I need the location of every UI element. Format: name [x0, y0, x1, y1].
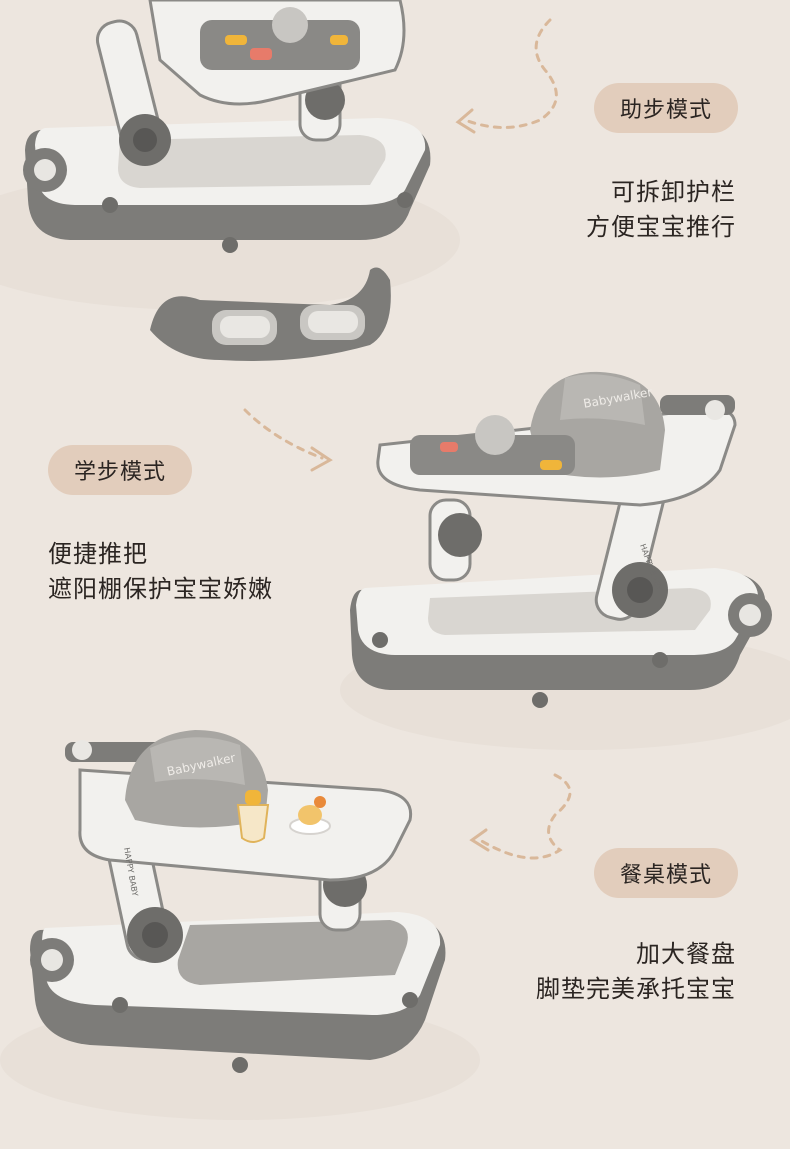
description-line: 方便宝宝推行: [586, 213, 736, 241]
learning-mode-description: 便捷推把 遮阳棚保护宝宝娇嫩: [48, 537, 348, 607]
walker1-key-yellow-2: [330, 35, 348, 45]
walker3-foot-pad: [177, 920, 408, 985]
walker2-toy-dome: [475, 415, 515, 455]
description-line: 便捷推把: [48, 540, 148, 568]
arrowhead-top-icon: [455, 108, 476, 134]
description-line: 可拆卸护栏: [611, 178, 736, 206]
walker3-caster: [112, 997, 128, 1013]
walker1-key-red: [250, 48, 272, 60]
arrowhead-middle-icon: [310, 446, 333, 472]
walker2-handle-cup: [705, 400, 725, 420]
dashed-arrow-bottom: [478, 773, 572, 860]
walker2-hinge-left: [438, 513, 482, 557]
mode-label-learning: 学步模式: [48, 445, 192, 495]
baby-bottle-icon: [236, 804, 270, 843]
assist-mode-description: 可拆卸护栏 方便宝宝推行: [476, 175, 736, 245]
walker3-caster: [232, 1057, 248, 1073]
walker2-caster: [532, 692, 548, 708]
guard-rail-cup-right-inner: [308, 311, 358, 333]
walker1-hinge-left-cap: [133, 128, 157, 152]
cake-icon: [298, 805, 322, 825]
walker1-caster: [397, 192, 413, 208]
walker2-hinge-right-cap: [627, 577, 653, 603]
removable-guard-rail: [150, 267, 391, 361]
walker1-toy-dome: [272, 7, 308, 43]
guard-rail-cup-left-inner: [220, 316, 270, 338]
arrowhead-bottom-icon: [469, 828, 490, 852]
walker2-caster: [372, 632, 388, 648]
description-line: 脚垫完美承托宝宝: [536, 975, 736, 1003]
walker1-wheel-front-hub: [34, 159, 56, 181]
walker3-handle-cup: [72, 740, 92, 760]
walker3-hinge-left-cap: [142, 922, 168, 948]
walker1-caster: [222, 237, 238, 253]
fruit-icon: [314, 796, 326, 808]
dining-mode-description: 加大餐盘 脚垫完美承托宝宝: [456, 937, 736, 1007]
walker3-wheel-front-hub: [41, 949, 63, 971]
mode-label-dining: 餐桌模式: [594, 848, 738, 898]
description-line: 加大餐盘: [636, 940, 736, 968]
walker-assist-mode: [23, 0, 431, 253]
walker1-base-opening: [118, 135, 386, 188]
mode-label-assist: 助步模式: [594, 83, 738, 133]
walker1-caster: [102, 197, 118, 213]
dashed-arrow-middle: [243, 408, 324, 460]
walker2-seat-back: [560, 374, 645, 425]
walker2-caster: [652, 652, 668, 668]
dashed-arrow-top: [463, 18, 558, 129]
walker2-key-yellow: [540, 460, 562, 470]
walker2-wheel-front-hub: [739, 604, 761, 626]
baby-bottle-cap: [245, 790, 261, 805]
walker-dining-mode: Babywalker HAPPY BABY: [30, 730, 446, 1073]
walker-learning-mode: Babywalker HAPPY BABY: [350, 371, 772, 708]
walker3-caster: [402, 992, 418, 1008]
walker1-key-yellow: [225, 35, 247, 45]
walker3-seat-back: [150, 737, 245, 785]
walker2-key-red: [440, 442, 458, 452]
walker1-play-panel: [200, 20, 360, 70]
description-line: 遮阳棚保护宝宝娇嫩: [48, 575, 273, 603]
